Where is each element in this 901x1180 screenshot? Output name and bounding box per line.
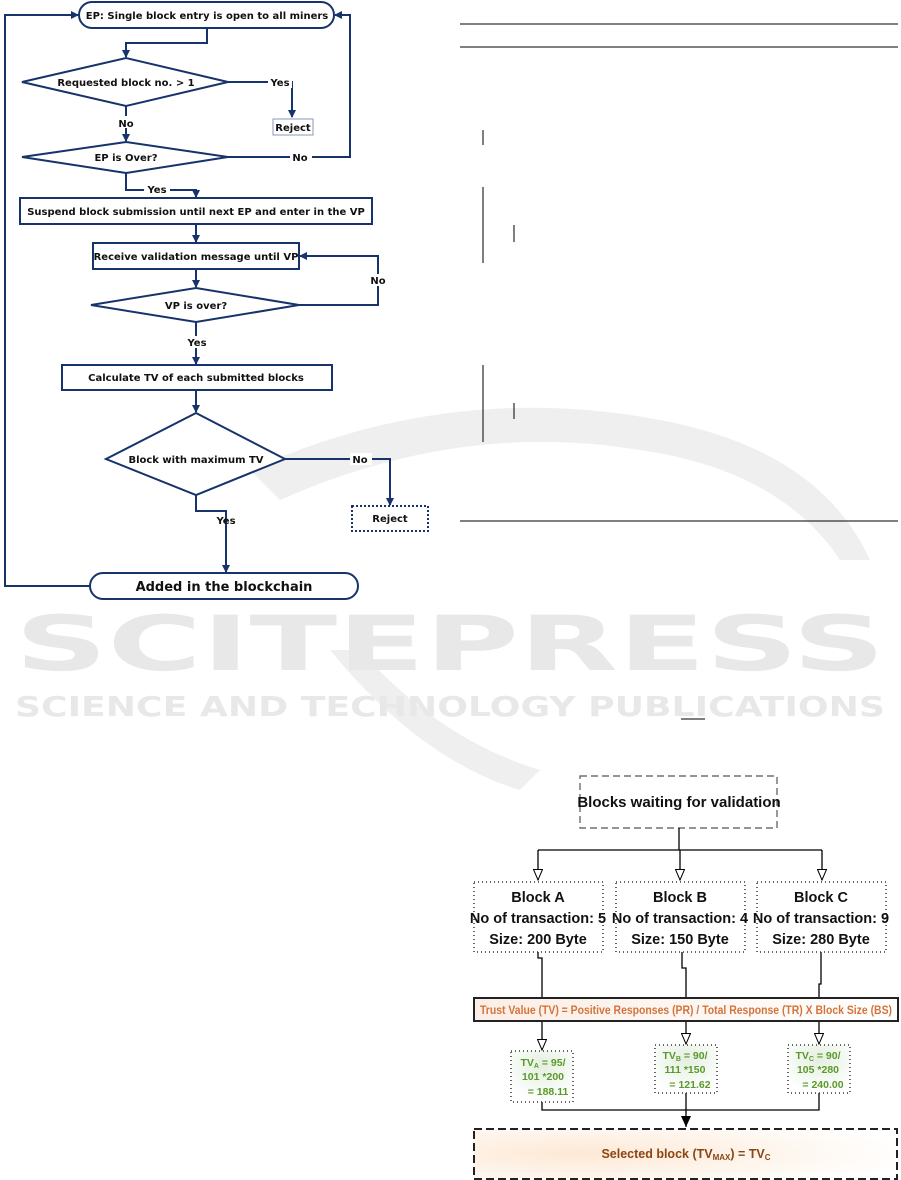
block-name: Block C — [794, 890, 849, 906]
block-name: Block A — [511, 890, 565, 906]
reject-box-2 — [351, 505, 429, 532]
reject-label: Reject — [275, 123, 311, 134]
formula-box — [473, 997, 899, 1022]
waiting-box — [579, 775, 778, 829]
tv-b-box — [654, 1044, 718, 1094]
block-name: Block B — [653, 890, 707, 906]
tv-c-line1: TVC = 90/ — [795, 1050, 840, 1063]
reject-label: Reject — [372, 514, 408, 525]
block-size: Size: 150 Byte — [631, 932, 729, 948]
tv-b-line1: TVB = 90/ — [662, 1050, 707, 1063]
decision-ep-over-label: EP is Over? — [94, 153, 157, 164]
tv-b-line3: = 121.62 — [669, 1079, 710, 1091]
block-tx: No of transaction: 5 — [470, 911, 606, 927]
tv-c-box — [787, 1044, 851, 1094]
tv-a-box — [510, 1050, 574, 1103]
end-label: Added in the blockchain — [136, 580, 313, 595]
yes-label: Yes — [186, 338, 206, 349]
block-b-box — [615, 881, 746, 953]
decision-requested-label: Requested block no. > 1 — [57, 78, 194, 89]
waiting-label: Blocks waiting for validation — [577, 794, 780, 811]
tv-c-line2: 105 *280 — [797, 1064, 839, 1076]
no-label: No — [292, 153, 307, 164]
yes-label: Yes — [146, 185, 166, 196]
receive-process — [92, 242, 300, 270]
connector-no — [285, 458, 394, 506]
reject-box-1 — [272, 118, 314, 136]
block-tx: No of transaction: 4 — [612, 911, 748, 927]
watermark-brand: SCITEPRESS — [15, 599, 885, 688]
tv-c-line3: = 240.00 — [802, 1079, 843, 1091]
selected-box — [473, 1128, 898, 1180]
decision-vp-over-label: VP is over? — [165, 301, 228, 312]
connector — [122, 28, 208, 58]
watermark-swoosh — [250, 407, 870, 560]
connector-no-loop — [228, 11, 351, 158]
block-size: Size: 280 Byte — [772, 932, 870, 948]
connector-loop — [4, 11, 90, 587]
suspend-label: Suspend block submission until next EP a… — [27, 207, 365, 218]
tv-a-line3: = 188.11 — [528, 1086, 569, 1098]
receive-label: Receive validation message until VP — [94, 252, 299, 263]
indent-bars — [482, 130, 705, 720]
no-label: No — [352, 455, 367, 466]
tv-a-line2: 101 *200 — [522, 1071, 564, 1083]
watermark-tagline: SCIENCE AND TECHNOLOGY PUBLICATIONS — [15, 690, 885, 723]
block-size: Size: 200 Byte — [489, 932, 587, 948]
yes-label: Yes — [215, 516, 235, 527]
tv-a-line1: TVA = 95/ — [520, 1057, 565, 1070]
selected-label: Selected block (TVMAX) = TVC — [601, 1147, 770, 1162]
tv-b-line2: 111 *150 — [665, 1064, 706, 1076]
block-a-box — [473, 881, 604, 953]
decision-max-tv-label: Block with maximum TV — [128, 455, 263, 466]
connector-yes — [195, 495, 230, 573]
formula-label: Trust Value (TV) = Positive Responses (P… — [480, 1005, 892, 1017]
block-c-box — [756, 881, 887, 953]
calculate-process — [61, 364, 333, 391]
yes-label: Yes — [269, 78, 289, 89]
start-label: EP: Single block entry is open to all mi… — [86, 11, 329, 22]
block-tx: No of transaction: 9 — [753, 911, 889, 927]
no-label: No — [370, 276, 385, 287]
calculate-label: Calculate TV of each submitted blocks — [88, 373, 304, 384]
suspend-process — [19, 197, 373, 225]
watermark-swoosh-lower — [330, 650, 540, 790]
no-label: No — [118, 119, 133, 130]
